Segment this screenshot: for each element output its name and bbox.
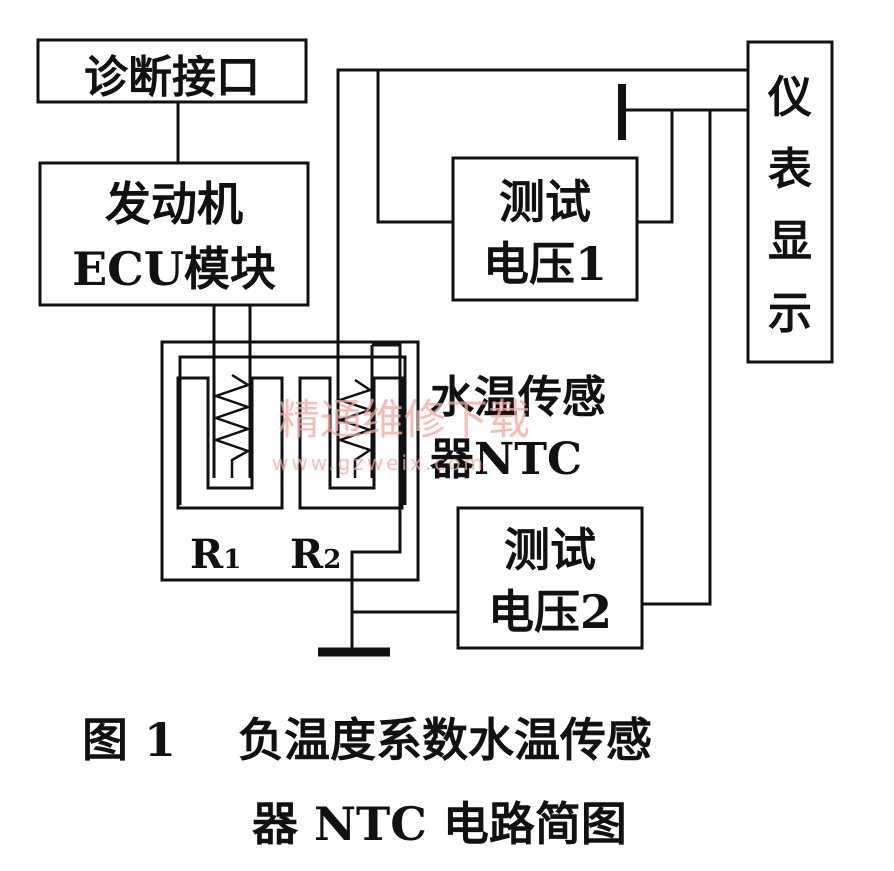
diagnostic-port-box	[36, 38, 308, 104]
watermark-url: www.gzweix.com	[272, 451, 486, 475]
diagnostic-port-label: 诊断接口	[84, 52, 260, 103]
instrument-display-char2: 表	[768, 144, 812, 195]
test-voltage1-box	[451, 156, 639, 302]
sensor-housing	[160, 340, 420, 582]
r1-letter: R	[190, 531, 224, 578]
r1-subscript: 1	[223, 545, 241, 575]
test-voltage2-label-line2: 电压2	[488, 585, 612, 639]
r1-resistor	[212, 373, 252, 478]
test-voltage1-label-line1: 测试	[499, 175, 591, 229]
wire-tv2-right	[642, 110, 712, 606]
caption-line2: 器 NTC 电路简图	[252, 797, 627, 851]
instrument-display-char3: 显	[768, 216, 812, 267]
engine-ecu-label-line1: 发动机	[105, 177, 243, 231]
wire-tv1-left	[376, 70, 453, 224]
test-voltage2-label-line1: 测试	[504, 523, 596, 577]
watermark-cn: 精通维修下载	[278, 395, 530, 444]
wiring	[36, 38, 834, 650]
wire-r2-ground	[350, 343, 402, 650]
r2-cup	[298, 376, 404, 510]
wire-tv1-right	[637, 110, 674, 224]
instrument-display-char1: 仪	[767, 72, 812, 123]
wire-sensor-display	[336, 68, 748, 352]
sensor-name-line1: 水温传感	[430, 372, 606, 423]
r1-label: R1	[190, 531, 241, 578]
instrument-display-char4: 示	[768, 288, 812, 339]
sensor-inner-frame	[178, 355, 407, 505]
engine-ecu-label-line2: ECU模块	[72, 242, 276, 296]
r2-letter: R	[290, 531, 324, 578]
r2-resistor	[336, 378, 374, 478]
instrument-display-box	[746, 40, 834, 364]
r2-label: R2	[290, 531, 341, 578]
engine-ecu-box	[38, 161, 310, 307]
test-voltage1-label-line2: 电压1	[483, 237, 607, 291]
r2-subscript: 2	[323, 545, 341, 575]
sensor-name-line2: 器NTC	[430, 434, 582, 485]
test-voltage2-box	[456, 506, 644, 650]
caption-line1: 图 1 负温度系数水温传感	[82, 713, 652, 767]
r1-cup	[176, 376, 284, 510]
